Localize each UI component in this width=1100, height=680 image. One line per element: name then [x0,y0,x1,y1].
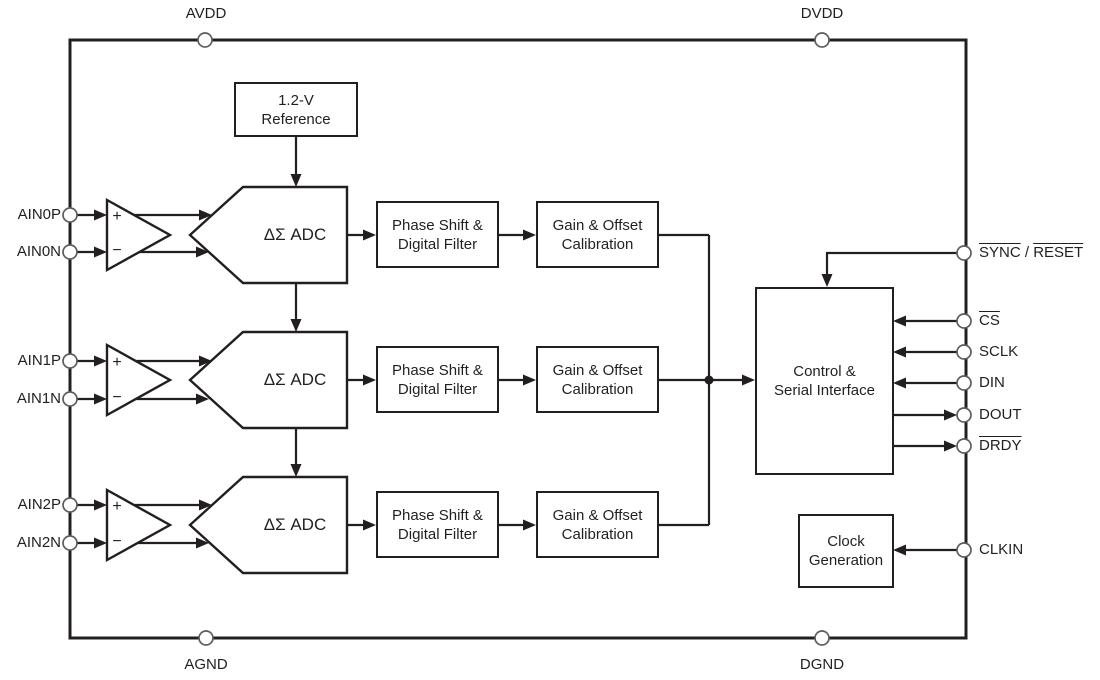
amplifier-symbol [105,197,173,273]
gain-label-line1: Gain & Offset [552,361,643,379]
phase-filter-block-ch2: Phase Shift & Digital Filter [376,491,499,558]
amp-minus-sign-ch2: − [112,533,122,550]
pin-label-drdy: DRDY [979,437,1022,454]
phase-label-line1: Phase Shift & [392,506,483,524]
pin-label-cs: CS [979,312,1000,329]
serial-interface-signals [821,251,957,556]
gain-offset-block-ch2: Gain & Offset Calibration [536,491,659,558]
clock-label-line1: Clock [827,533,865,550]
ain1p-pin-circle [62,353,78,369]
ain0p-pin-circle [62,207,78,223]
pin-label-ain1n: AIN1N [16,390,61,407]
chip-outline [68,38,968,640]
phase-filter-block-ch1: Phase Shift & Digital Filter [376,346,499,413]
clkin-pin-circle [956,542,972,558]
gain-label-line1: Gain & Offset [552,506,643,524]
reference-block: 1.2-V Reference [234,82,358,137]
clock-label-line2: Generation [808,552,884,569]
pin-label-dout: DOUT [979,406,1022,423]
sync-reset-pin-circle [956,245,972,261]
avdd-pin-circle [197,32,213,48]
bus-junction-dot [704,375,714,385]
amp-minus-sign-ch1: − [112,389,122,406]
pin-circles [62,32,972,646]
amplifier-symbol [105,487,173,563]
phase-label-line2: Digital Filter [397,235,478,253]
pin-label-dgnd: DGND [799,656,845,673]
output-bus [704,235,714,525]
gain-label-line2: Calibration [561,380,634,398]
amp-plus-sign-ch2: + [112,498,122,515]
pin-label-din: DIN [979,374,1005,391]
phase-label-line2: Digital Filter [397,525,478,543]
control-serial-interface-block: Control & Serial Interface [755,287,894,475]
reference-label-line2: Reference [261,110,331,128]
pin-label-ain0p: AIN0P [17,206,61,223]
pin-label-sclk: SCLK [979,343,1019,360]
pin-label-ain0n: AIN0N [16,243,61,260]
pin-label-dvdd: DVDD [800,5,844,22]
control-label-line2: Serial Interface [774,382,875,399]
agnd-pin-circle [198,630,214,646]
pin-label-ain2n: AIN2N [16,534,61,551]
ain2n-pin-circle [62,535,78,551]
adc-label-ch2: ΔΣ ADC [263,515,327,534]
reference-label-line1: 1.2-V [278,91,314,109]
dgnd-pin-circle [814,630,830,646]
amplifier-symbol [105,342,173,418]
channel-0-shapes [77,137,709,321]
pin-label-ain1p: AIN1P [17,352,61,369]
gain-label-line2: Calibration [561,235,634,253]
sync-reset-separator: / [1020,244,1034,261]
amp-plus-sign-ch1: + [112,354,122,371]
phase-label-line2: Digital Filter [397,380,478,398]
channel-1-shapes [77,319,755,466]
cs-pin-circle [956,313,972,329]
pin-label-clkin: CLKIN [979,541,1024,558]
amp-minus-sign-ch0: − [112,242,122,259]
phase-filter-block-ch0: Phase Shift & Digital Filter [376,201,499,268]
dvdd-pin-circle [814,32,830,48]
arrowheads [94,319,755,405]
reset-label: RESET [1033,244,1084,261]
pin-label-ain2p: AIN2P [17,496,61,513]
clock-generation-block: Clock Generation [798,514,894,588]
pin-label-avdd: AVDD [185,5,227,22]
adc-label-ch1: ΔΣ ADC [263,370,327,389]
adc-label-ch0: ΔΣ ADC [263,225,327,244]
adc-pentagon [188,475,349,575]
arrowheads [94,464,536,549]
phase-label-line1: Phase Shift & [392,361,483,379]
pin-label-agnd: AGND [184,656,228,673]
gain-label-line1: Gain & Offset [552,216,643,234]
dout-pin-circle [956,407,972,423]
amp-plus-sign-ch0: + [112,208,122,225]
arrowheads [821,274,957,556]
sync-label: SYNC [979,244,1021,261]
ain2p-pin-circle [62,497,78,513]
ain1n-pin-circle [62,391,78,407]
arrowheads [94,174,536,258]
sclk-pin-circle [956,344,972,360]
gain-offset-block-ch1: Gain & Offset Calibration [536,346,659,413]
gain-offset-block-ch0: Gain & Offset Calibration [536,201,659,268]
control-label-line1: Control & [793,363,856,380]
ain0n-pin-circle [62,244,78,260]
pin-label-sync-reset: SYNC / RESET [979,244,1083,262]
din-pin-circle [956,375,972,391]
channel-2-shapes [77,464,709,575]
phase-label-line1: Phase Shift & [392,216,483,234]
gain-label-line2: Calibration [561,525,634,543]
drdy-pin-circle [956,438,972,454]
